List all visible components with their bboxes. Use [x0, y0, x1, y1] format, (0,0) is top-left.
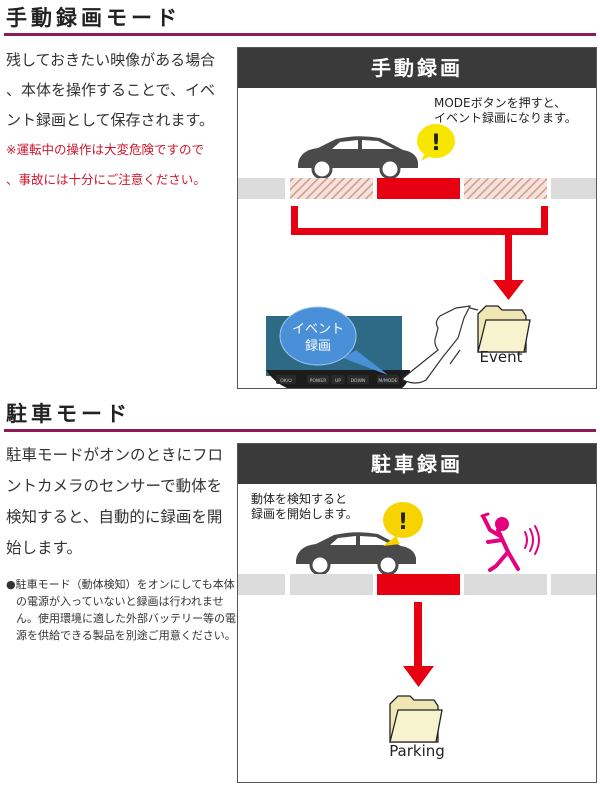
section-divider — [4, 429, 596, 432]
car-icon — [298, 136, 418, 180]
car-icon — [296, 532, 416, 576]
device-button-mode: M/MODE — [378, 378, 397, 384]
folder-label-parking: Parking — [389, 742, 445, 760]
manual-recording-panel: 手動録画 MODEボタンを押すと、 イベント録画になります。 ! — [237, 47, 597, 389]
arrow-down-icon — [291, 206, 548, 300]
alert-bubble-icon: ! — [417, 124, 455, 161]
pointing-hand-icon — [402, 305, 479, 384]
bubble-text-line: 録画 — [305, 339, 331, 354]
folder-icon — [389, 695, 443, 743]
folder-icon — [477, 305, 531, 353]
alert-bubble-icon: ! — [383, 502, 423, 546]
alert-symbol: ! — [398, 510, 408, 535]
panel-title: 手動録画 — [238, 48, 596, 88]
bubble-text-line: イベント — [292, 322, 344, 337]
description-line: ント録画として保存されます。 — [6, 111, 215, 129]
warning-line: ※運転中の操作は大変危険ですので — [6, 142, 204, 157]
caption-line: イベント録画になります。 — [434, 111, 577, 125]
timeline-bar — [238, 178, 596, 199]
description-line: 残しておきたい映像がある場合 — [6, 51, 216, 69]
caption-line: 動体を検知すると — [251, 492, 348, 506]
description-line: 、本体を操作することで、イベ — [6, 81, 215, 99]
description-line: 検知すると、自動的に録画を開 — [6, 508, 223, 526]
arrow-down-icon — [403, 602, 434, 687]
panel-caption: MODEボタンを押すと、 イベント録画になります。 — [434, 96, 577, 126]
parking-mode-note: ●駐車モード（動体検知）をオンにしても本体の電源が入っていないと録画は行われませ… — [6, 578, 236, 642]
parking-recording-diagram: ! — [238, 502, 596, 743]
panel-caption: 動体を検知すると 録画を開始します。 — [251, 492, 358, 522]
description-line: 駐車モードがオンのときにフロ — [6, 446, 224, 464]
manual-recording-description: 残しておきたい映像がある場合 、本体を操作することで、イベ ント録画として保存さ… — [6, 45, 234, 195]
device-button-ok: OK/⏻ — [280, 378, 292, 384]
parking-mode-description: 駐車モードがオンのときにフロ ントカメラのセンサーで動体を 検知すると、自動的に… — [6, 440, 234, 564]
section-title-parking-mode: 駐車モード — [6, 402, 131, 426]
manual-recording-diagram: ! OK/⏻ POWER — [238, 124, 596, 388]
parking-recording-panel: 駐車録画 動体を検知すると 録画を開始します。 ! — [237, 443, 597, 783]
timeline-bar — [238, 574, 596, 595]
device-button-up: UP — [335, 378, 341, 384]
section-title-manual-recording: 手動録画モード — [6, 6, 181, 30]
alert-symbol: ! — [431, 131, 441, 156]
moving-person-icon — [480, 512, 540, 572]
panel-title: 駐車録画 — [238, 444, 596, 484]
section-divider — [4, 33, 596, 36]
caption-line: MODEボタンを押すと、 — [434, 96, 567, 110]
device-button-power: POWER — [310, 378, 327, 384]
device-button-down: DOWN — [351, 378, 366, 384]
warning-line: 、事故には十分にご注意ください。 — [6, 172, 206, 187]
folder-label-event: Event — [479, 348, 523, 366]
caption-line: 録画を開始します。 — [251, 507, 358, 521]
description-line: 始します。 — [6, 539, 82, 557]
dashcam-device: OK/⏻ POWER UP DOWN M/MODE イベント 録画 — [266, 306, 410, 388]
description-line: ントカメラのセンサーで動体を — [6, 477, 223, 495]
